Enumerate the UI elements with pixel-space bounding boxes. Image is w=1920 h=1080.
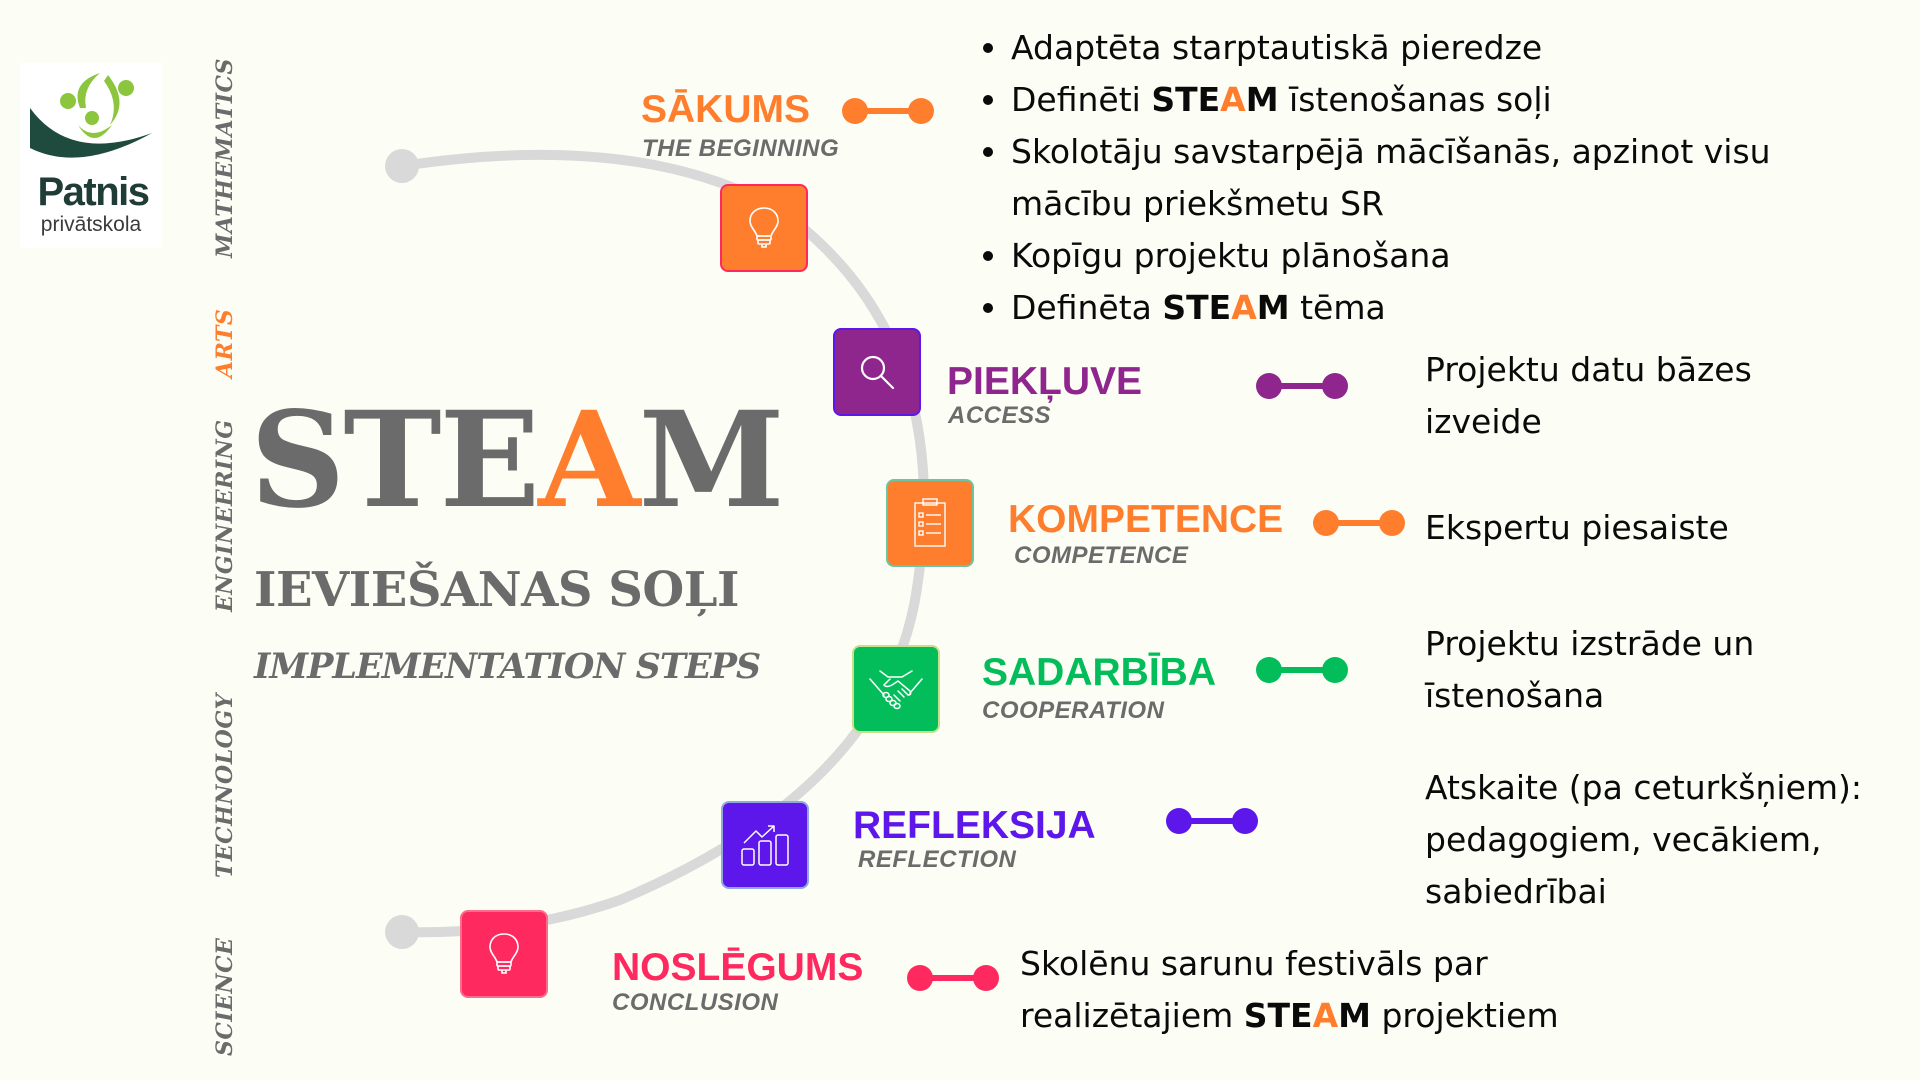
step-4-connector	[1256, 655, 1348, 685]
step-1-subtitle: THE BEGINNING	[642, 135, 840, 162]
step-1-title: SĀKUMS	[641, 88, 811, 131]
step-6-icon-box	[460, 910, 548, 998]
lightbulb-icon	[749, 207, 779, 248]
step-2-description: Projektu datu bāzes izveide	[1425, 350, 1752, 441]
steam-title-a: A	[538, 383, 640, 538]
step-2-subtitle: ACCESS	[948, 402, 1052, 429]
clipboard-checklist-icon	[914, 498, 946, 547]
step-3-title: KOMPETENCE	[1008, 498, 1284, 541]
steam-title-ste: STE	[250, 383, 540, 538]
title-subtitle-en: IMPLEMENTATION STEPS	[254, 646, 761, 687]
subject-engineering: ENGINEERING	[212, 419, 238, 612]
step-1-bullet: Skolotāju savstarpējā mācīšanās, apzinot…	[983, 126, 1881, 230]
arc-end-dot	[385, 915, 419, 949]
step-5-connector	[1166, 806, 1258, 836]
step-5-subtitle: REFLECTION	[858, 846, 1017, 873]
step-3-subtitle: COMPETENCE	[1014, 542, 1189, 569]
step-5-description: Atskaite (pa ceturkšņiem): pedagogiem, v…	[1425, 768, 1863, 911]
step-1-connector	[842, 96, 934, 126]
title-subtitle-lv: IEVIEŠANAS SOĻI	[254, 562, 739, 618]
logo-emblem-icon	[30, 73, 152, 158]
subject-technology: TECHNOLOGY	[212, 693, 238, 878]
step-4-subtitle: COOPERATION	[982, 697, 1165, 724]
step-5-title: REFLEKSIJA	[853, 804, 1096, 847]
logo-subtitle: privātskola	[40, 213, 142, 236]
step-4-description: Projektu izstrāde un īstenošana	[1425, 624, 1755, 715]
step-2-title: PIEKĻUVE	[947, 360, 1143, 403]
steam-title-m: M	[638, 383, 785, 538]
step-1-description-list: Adaptēta starptautiskā pieredze Definēti…	[977, 22, 1911, 334]
arc-start-dot	[385, 149, 419, 183]
step-3-connector	[1313, 508, 1405, 538]
step-4-icon-box	[852, 645, 940, 733]
logo-name: Patnis	[37, 170, 150, 214]
step-1-bullet: Adaptēta starptautiskā pieredze	[983, 22, 1911, 74]
step-1-bullet: Kopīgu projektu plānošana	[983, 230, 1911, 282]
step-6-title: NOSLĒGUMS	[612, 946, 864, 989]
lightbulb-icon	[489, 933, 519, 974]
step-4-title: SADARBĪBA	[982, 651, 1216, 694]
subject-arts: ARTS	[212, 308, 238, 378]
step-5-icon-box	[721, 801, 809, 889]
subject-mathematics: MATHEMATICS	[212, 58, 238, 258]
step-6-description: Skolēnu sarunu festivāls par realizētaji…	[1020, 944, 1559, 1035]
step-6-subtitle: CONCLUSION	[612, 989, 779, 1016]
handshake-icon	[869, 670, 923, 710]
step-3-icon-box	[886, 479, 974, 567]
step-1-bullet: Definēta STEAM tēma	[983, 282, 1911, 334]
step-3-description: Ekspertu piesaiste	[1425, 508, 1729, 547]
step-2-connector	[1256, 371, 1348, 401]
growth-chart-icon	[741, 825, 789, 866]
step-1-bullet: Definēti STEAM īstenošanas soļi	[983, 74, 1911, 126]
subject-science: SCIENCE	[212, 937, 238, 1056]
patnis-logo: Patnis privātskola	[20, 63, 162, 248]
search-icon	[860, 355, 895, 390]
steam-title: STEAM	[250, 395, 785, 527]
step-1-icon-box	[720, 184, 808, 272]
step-2-icon-box	[833, 328, 921, 416]
step-6-connector	[907, 963, 999, 993]
